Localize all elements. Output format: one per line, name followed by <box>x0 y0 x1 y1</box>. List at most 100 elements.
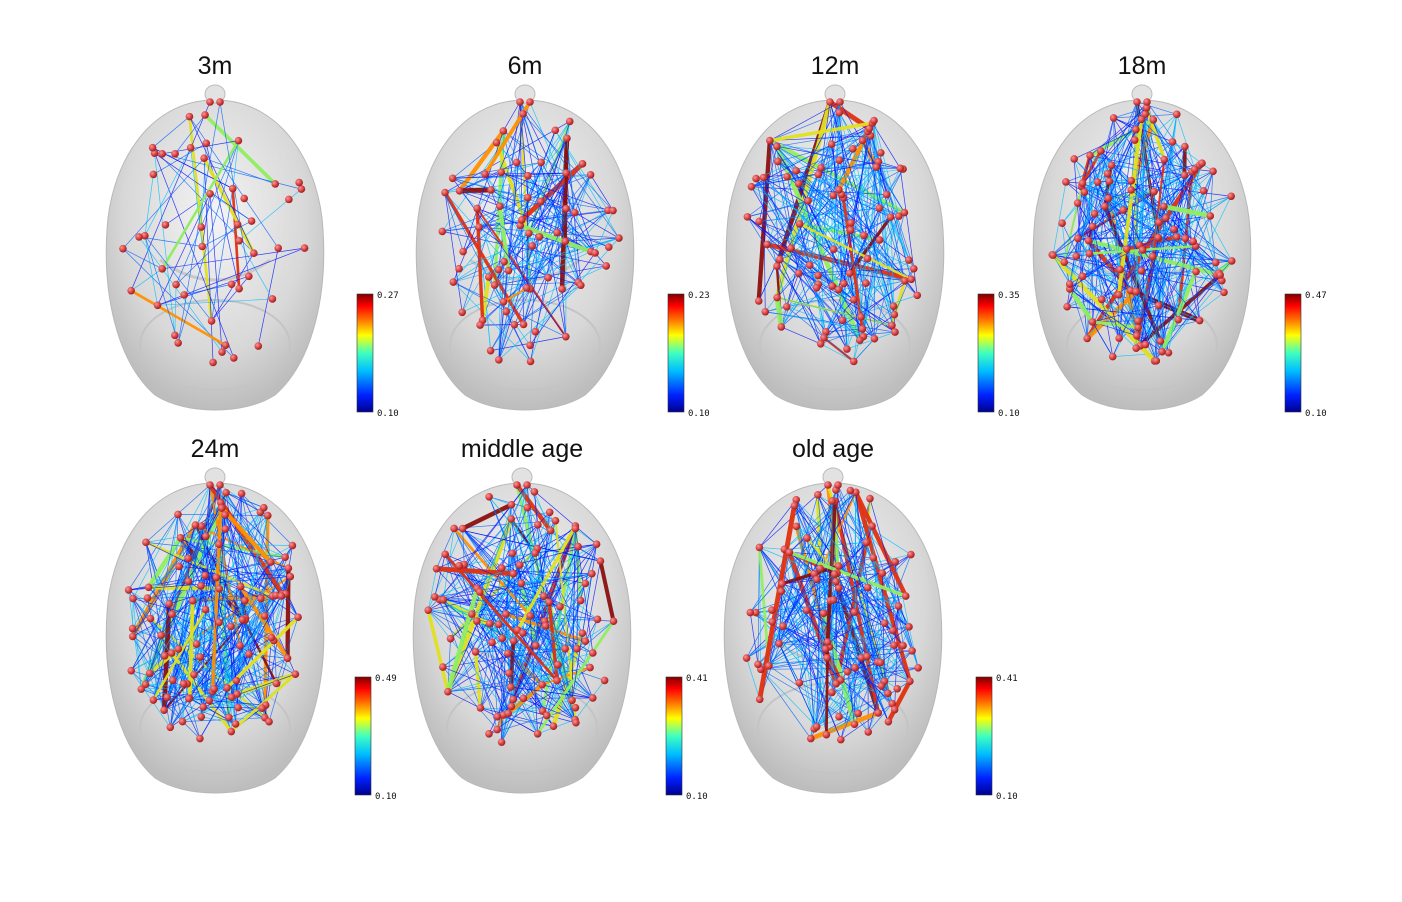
connection-edge <box>853 338 875 362</box>
network-node <box>450 524 458 533</box>
connection-edge <box>872 122 901 169</box>
network-node <box>222 488 230 497</box>
network-node <box>803 534 811 542</box>
network-node <box>847 219 855 227</box>
connection-edge <box>130 289 227 347</box>
connection-edge <box>503 287 528 303</box>
connection-edge <box>170 595 273 728</box>
network-node <box>863 652 871 661</box>
connection-edge <box>1192 171 1214 242</box>
connection-edge <box>1082 271 1197 277</box>
network-node <box>1199 186 1208 195</box>
connection-edge <box>1160 270 1198 353</box>
network-node <box>591 249 599 257</box>
connection-edge <box>225 615 300 690</box>
network-node <box>882 190 891 199</box>
connection-edge <box>453 528 537 646</box>
connection-edge <box>452 178 567 337</box>
network-node <box>526 98 534 106</box>
connection-edge <box>1069 171 1193 290</box>
network-node <box>843 667 852 676</box>
network-node <box>546 526 555 535</box>
network-node <box>891 558 899 566</box>
network-node <box>558 285 566 293</box>
network-node <box>504 709 512 718</box>
network-node <box>135 233 143 241</box>
connection-edge <box>767 222 852 245</box>
network-node <box>1164 348 1173 357</box>
connection-edge <box>188 581 238 695</box>
network-node <box>484 273 493 281</box>
connection-edge <box>130 268 163 291</box>
network-node <box>834 481 842 489</box>
connection-edge <box>501 583 586 743</box>
connection-edge <box>462 172 567 252</box>
network-node <box>540 592 548 600</box>
connection-edge <box>563 138 569 242</box>
connection-edge <box>528 233 549 278</box>
connection-edge <box>224 514 282 597</box>
connection-edge <box>855 492 869 588</box>
connection-edge <box>1088 180 1132 241</box>
network-node <box>890 310 899 319</box>
chin-contour <box>139 682 291 774</box>
network-node <box>876 658 885 667</box>
network-node <box>1190 165 1199 174</box>
connection-edge <box>816 630 894 727</box>
connection-edge <box>565 237 619 242</box>
network-node <box>849 145 857 153</box>
network-node <box>850 295 858 304</box>
network-node <box>459 247 467 256</box>
network-node <box>524 171 532 180</box>
network-node <box>215 618 223 627</box>
network-node <box>1158 347 1166 356</box>
connection-edge <box>462 528 465 565</box>
connection-edge <box>501 484 528 743</box>
connection-edge <box>867 131 891 218</box>
connection-edge <box>789 552 894 631</box>
network-node <box>832 577 840 586</box>
connection-edge <box>162 247 305 270</box>
network-node <box>167 649 176 657</box>
connection-edge <box>746 657 761 700</box>
network-node <box>890 641 898 650</box>
network-node <box>747 182 756 191</box>
connection-edge <box>892 606 899 631</box>
network-node <box>137 685 146 693</box>
connection-edge <box>447 652 593 693</box>
connection-edge <box>534 491 545 597</box>
connection-edge <box>471 543 597 615</box>
connection-edge <box>794 505 907 597</box>
network-node <box>901 592 910 600</box>
network-node <box>562 204 570 213</box>
connection-edge <box>445 554 544 597</box>
network-node <box>227 693 236 702</box>
connection-edge <box>576 546 579 649</box>
network-node <box>225 713 233 722</box>
network-node <box>448 174 457 183</box>
network-node <box>128 632 137 641</box>
network-node <box>498 634 506 643</box>
connection-edge <box>782 625 830 648</box>
network-node <box>1107 161 1116 170</box>
connection-edge <box>1069 238 1079 285</box>
network-node <box>763 240 771 249</box>
edges <box>747 99 918 363</box>
connection-edge <box>132 502 222 637</box>
connection-edge <box>152 147 233 189</box>
connection-edge <box>1075 183 1083 257</box>
connection-edge <box>1141 119 1193 172</box>
connection-edge <box>869 498 919 668</box>
network-node <box>1114 290 1123 299</box>
network-node <box>192 640 201 648</box>
network-node <box>1049 251 1057 259</box>
network-node <box>847 226 855 234</box>
connection-edge <box>806 610 815 729</box>
network-node <box>562 169 570 177</box>
connection-edge <box>1082 183 1120 339</box>
connection-edge <box>453 281 566 337</box>
connection-edge <box>1122 209 1163 352</box>
connection-edge <box>426 609 450 693</box>
network-node <box>458 524 467 533</box>
